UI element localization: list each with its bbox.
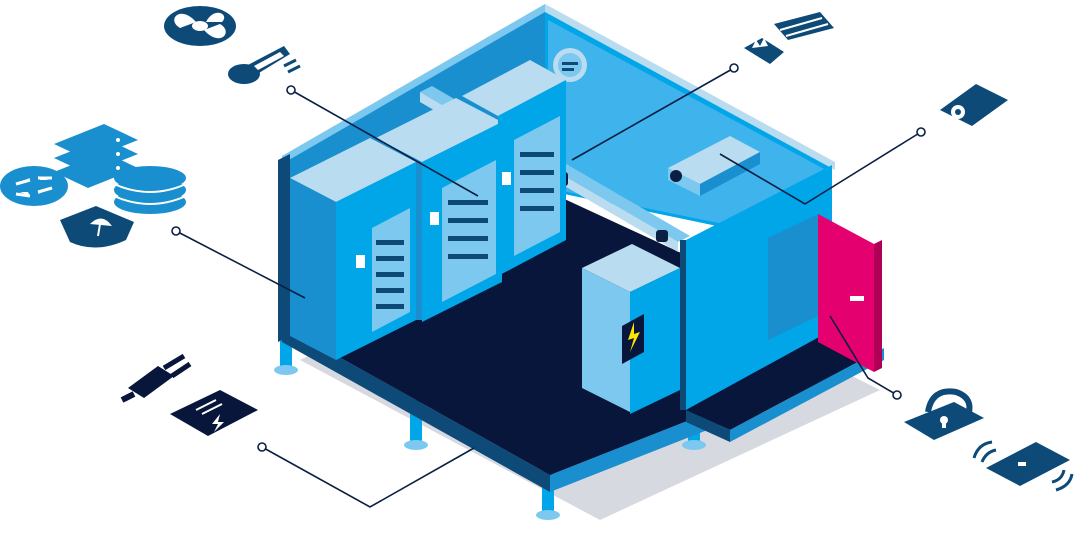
power-supply-icon bbox=[170, 390, 258, 436]
wall-sensor bbox=[553, 48, 587, 82]
router-icon bbox=[0, 166, 68, 206]
vestibule-floor bbox=[686, 330, 880, 430]
cctv-camera bbox=[668, 136, 760, 196]
floor-edge bbox=[282, 325, 550, 492]
server-icon bbox=[54, 124, 138, 188]
wall-rim-right bbox=[545, 4, 835, 170]
thermometer-icon bbox=[228, 46, 301, 84]
database-icon bbox=[113, 166, 187, 214]
padlock-icon bbox=[904, 388, 984, 440]
callout-endpoints bbox=[171, 63, 926, 452]
server-rack-1 bbox=[290, 138, 416, 360]
vestibule-edge bbox=[686, 410, 730, 442]
front-wall-edge bbox=[278, 154, 290, 342]
card-reader-icon bbox=[972, 440, 1074, 492]
access-door bbox=[818, 214, 882, 372]
rack-drive-bays bbox=[376, 152, 554, 309]
server-rack-3 bbox=[462, 60, 566, 276]
right-front-wall-edge bbox=[680, 240, 686, 410]
security-shield-icon bbox=[60, 206, 134, 248]
doorway bbox=[768, 214, 818, 340]
callout-lines bbox=[175, 67, 922, 508]
fire-suppression-icon bbox=[744, 12, 834, 64]
vestibule-edge-right bbox=[730, 348, 884, 442]
fan-icon bbox=[164, 6, 236, 46]
back-wall-right-inner bbox=[548, 20, 826, 245]
power-plug-icon bbox=[120, 353, 192, 403]
wall-rim-left bbox=[282, 4, 545, 164]
camera-icon bbox=[940, 84, 1008, 126]
power-cabinet bbox=[582, 244, 680, 414]
lightning-icon bbox=[628, 322, 640, 352]
